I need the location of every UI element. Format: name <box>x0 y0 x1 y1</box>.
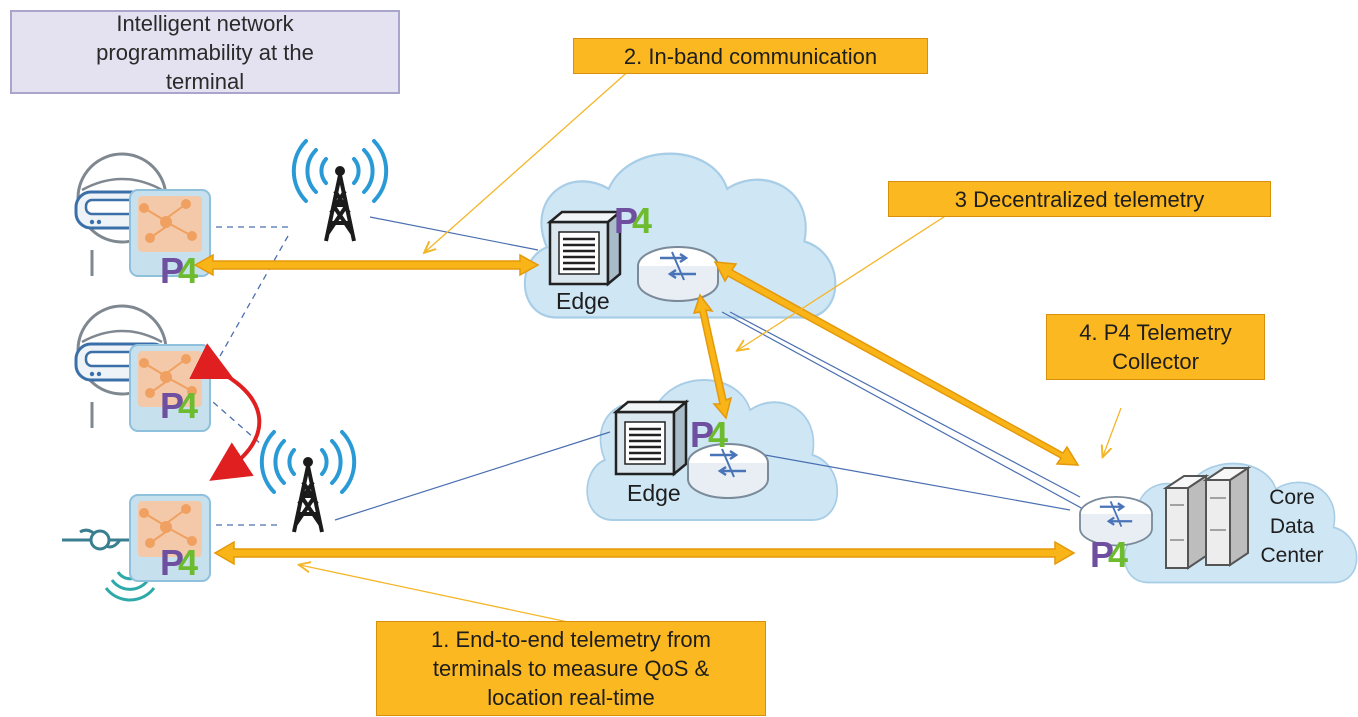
p4-logo-core: P4 <box>1090 534 1128 575</box>
p4-logo-edge-middle: P4 <box>690 414 728 455</box>
callout-terminal-programmability: Intelligent network programmability at t… <box>10 10 400 94</box>
edge-to-core-arrow <box>713 261 1080 466</box>
p4-logo-terminal-2: P4 <box>160 385 198 426</box>
callout-collector-text: 4. P4 Telemetry Collector <box>1079 320 1232 374</box>
inband-arrow <box>193 253 540 277</box>
edge-to-edge-arrow <box>692 293 733 420</box>
callout-end-to-end: 1. End-to-end telemetry from terminals t… <box>376 621 766 716</box>
p4-logo-terminal-1: P4 <box>160 250 198 291</box>
callout-end-to-end-text: 1. End-to-end telemetry from terminals t… <box>430 627 711 710</box>
callout-inband: 2. In-band communication <box>573 38 928 74</box>
callout-terminal-text: Intelligent network programmability at t… <box>96 10 314 94</box>
handover-arrow <box>189 343 262 481</box>
callout-inband-text: 2. In-band communication <box>623 43 878 69</box>
callout-pointers <box>300 67 1122 623</box>
end-to-end-arrow <box>213 540 1076 566</box>
edge-middle-label: Edge <box>627 480 681 506</box>
edge-server-top <box>548 210 622 286</box>
dashed-radio-links <box>204 226 290 526</box>
cell-tower-top <box>291 139 389 243</box>
callout-decentralized: 3 Decentralized telemetry <box>888 181 1271 217</box>
edge-server-middle <box>614 400 688 476</box>
callout-decentralized-text: 3 Decentralized telemetry <box>954 186 1205 212</box>
p4-logos: P4 P4 P4 P4 P4 P4 <box>160 200 1128 583</box>
wireless-links <box>334 216 1086 521</box>
callout-collector: 4. P4 Telemetry Collector <box>1046 314 1265 380</box>
edge-top-label: Edge <box>556 288 610 314</box>
cell-tower-bottom <box>259 430 357 534</box>
edge-router-top <box>636 245 720 303</box>
core-server-rack <box>1162 466 1252 570</box>
core-datacenter-label: Core Data Center <box>1260 486 1324 567</box>
p4-logo-edge-top: P4 <box>614 200 652 241</box>
p4-logo-terminal-3: P4 <box>160 542 198 583</box>
